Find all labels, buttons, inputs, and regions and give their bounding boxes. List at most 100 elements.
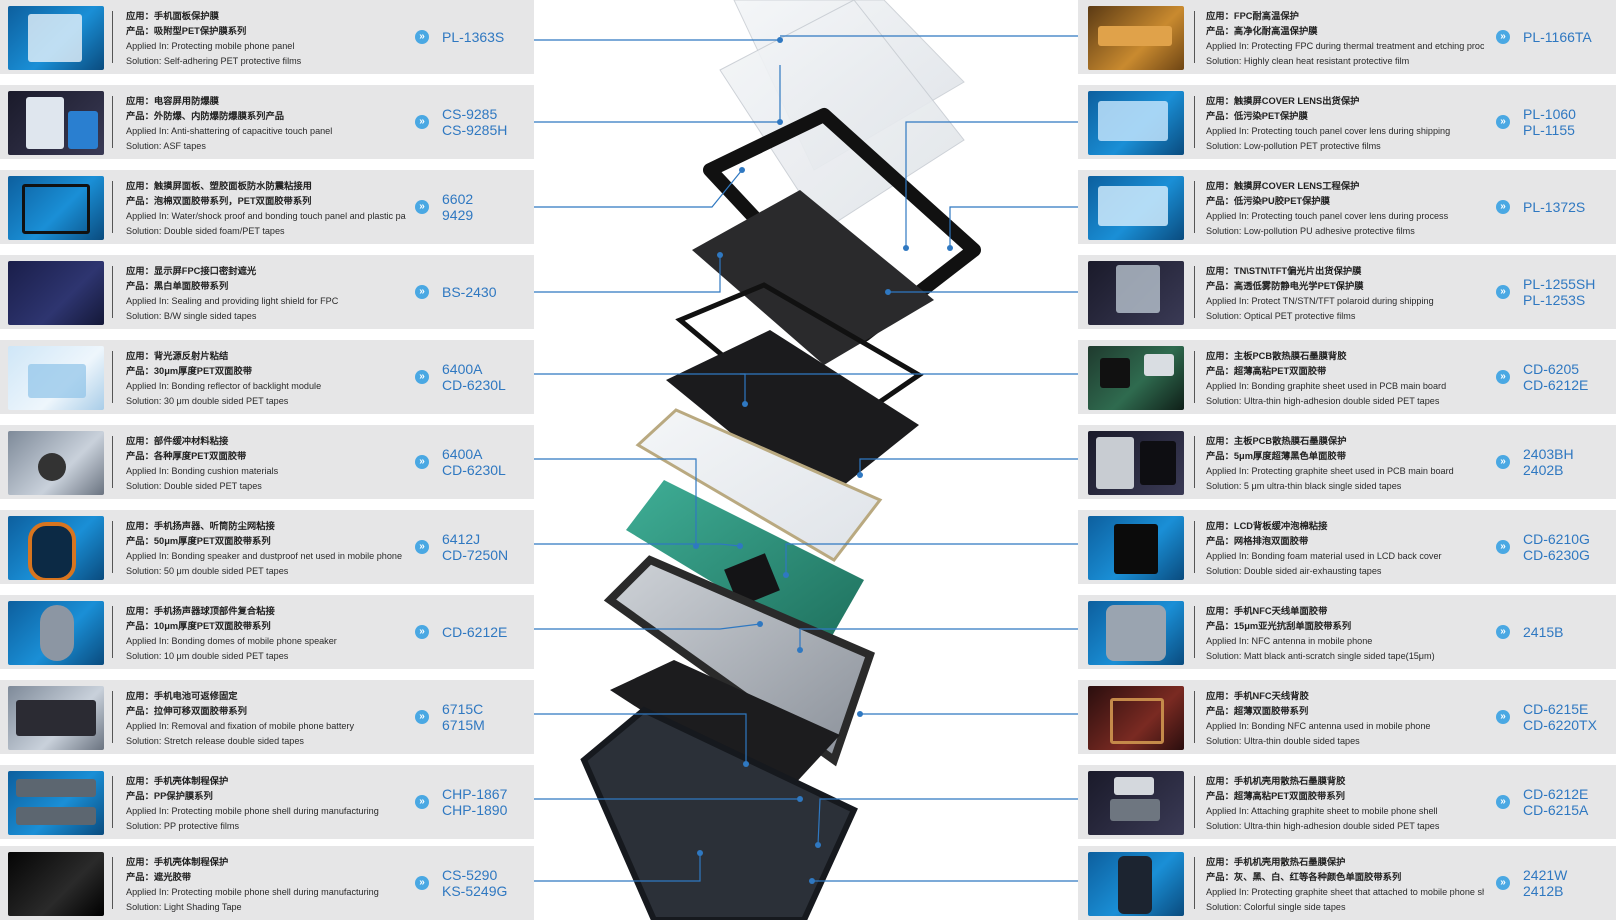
product-code[interactable]: PL-1060 (1523, 106, 1576, 122)
double-chevron-icon[interactable]: » (1496, 876, 1510, 890)
product-code[interactable]: 2402B (1523, 462, 1564, 478)
product-code[interactable]: 6400A (442, 446, 483, 462)
double-chevron-icon[interactable]: » (415, 115, 429, 129)
product-codes[interactable]: PL-1372S (1523, 170, 1585, 244)
product-code[interactable]: 2415B (1523, 624, 1564, 640)
product-code[interactable]: PL-1363S (442, 29, 505, 45)
double-chevron-icon[interactable]: » (415, 455, 429, 469)
double-chevron-icon[interactable]: » (415, 625, 429, 639)
product-code[interactable]: CS-9285H (442, 122, 508, 138)
double-chevron-icon[interactable]: » (415, 795, 429, 809)
product-codes[interactable]: 2415B (1523, 595, 1563, 669)
application-card[interactable]: 应用：触摸屏面板、塑胶面板防水防震粘接用产品：泡棉双面胶带系列，PET双面胶带系… (0, 170, 534, 244)
product-code[interactable]: 2403BH (1523, 446, 1574, 462)
product-code[interactable]: PL-1166TA (1523, 29, 1592, 45)
product-code[interactable]: 6602 (442, 191, 474, 207)
product-code[interactable]: CD-6215E (1523, 701, 1589, 717)
double-chevron-icon[interactable]: » (415, 710, 429, 724)
product-code[interactable]: PL-1372S (1523, 199, 1586, 215)
product-code[interactable]: CD-6205 (1523, 361, 1580, 377)
double-chevron-icon[interactable]: » (415, 30, 429, 44)
double-chevron-icon[interactable]: » (1496, 625, 1510, 639)
product-codes[interactable]: PL-1363S (442, 0, 504, 74)
product-code[interactable]: PL-1255SH (1523, 276, 1596, 292)
product-code[interactable]: BS-2430 (442, 284, 497, 300)
product-code[interactable]: CD-7250N (442, 547, 509, 563)
product-code[interactable]: CD-6230L (442, 462, 506, 478)
double-chevron-icon[interactable]: » (415, 876, 429, 890)
double-chevron-icon[interactable]: » (1496, 115, 1510, 129)
product-code[interactable]: CHP-1867 (442, 786, 508, 802)
double-chevron-icon[interactable]: » (1496, 370, 1510, 384)
product-code[interactable]: CD-6212E (1523, 377, 1589, 393)
double-chevron-icon[interactable]: » (1496, 710, 1510, 724)
double-chevron-icon[interactable]: » (415, 370, 429, 384)
product-codes[interactable]: BS-2430 (442, 255, 496, 329)
product-code[interactable]: PL-1155 (1523, 122, 1575, 138)
product-code[interactable]: CD-6210G (1523, 531, 1590, 547)
product-code[interactable]: CD-6230G (1523, 547, 1590, 563)
double-chevron-icon[interactable]: » (1496, 285, 1510, 299)
product-code[interactable]: 6715C (442, 701, 484, 717)
product-code[interactable]: CS-5290 (442, 867, 498, 883)
product-code[interactable]: KS-5249G (442, 883, 508, 899)
product-code[interactable]: CD-6215A (1523, 802, 1589, 818)
double-chevron-icon[interactable]: » (1496, 455, 1510, 469)
double-chevron-icon[interactable]: » (1496, 540, 1510, 554)
double-chevron-icon[interactable]: » (1496, 795, 1510, 809)
product-code[interactable]: CD-6212E (442, 624, 508, 640)
product-code[interactable]: 6400A (442, 361, 483, 377)
double-chevron-icon[interactable]: » (415, 200, 429, 214)
product-code[interactable]: 9429 (442, 207, 474, 223)
product-code[interactable]: CD-6230L (442, 377, 506, 393)
product-code[interactable]: CD-6220TX (1523, 717, 1597, 733)
product-code[interactable]: CS-9285 (442, 106, 498, 122)
product-code[interactable]: CD-6212E (1523, 786, 1589, 802)
product-code[interactable]: CHP-1890 (442, 802, 508, 818)
product-codes[interactable]: CD-6212E (442, 595, 507, 669)
product-code[interactable]: 2421W (1523, 867, 1568, 883)
product-code[interactable]: 6412J (442, 531, 481, 547)
double-chevron-icon[interactable]: » (415, 285, 429, 299)
product-codes[interactable]: PL-1166TA (1523, 0, 1592, 74)
product-code[interactable]: 6715M (442, 717, 485, 733)
product-code[interactable]: 2412B (1523, 883, 1564, 899)
product-code[interactable]: PL-1253S (1523, 292, 1586, 308)
double-chevron-icon[interactable]: » (1496, 30, 1510, 44)
